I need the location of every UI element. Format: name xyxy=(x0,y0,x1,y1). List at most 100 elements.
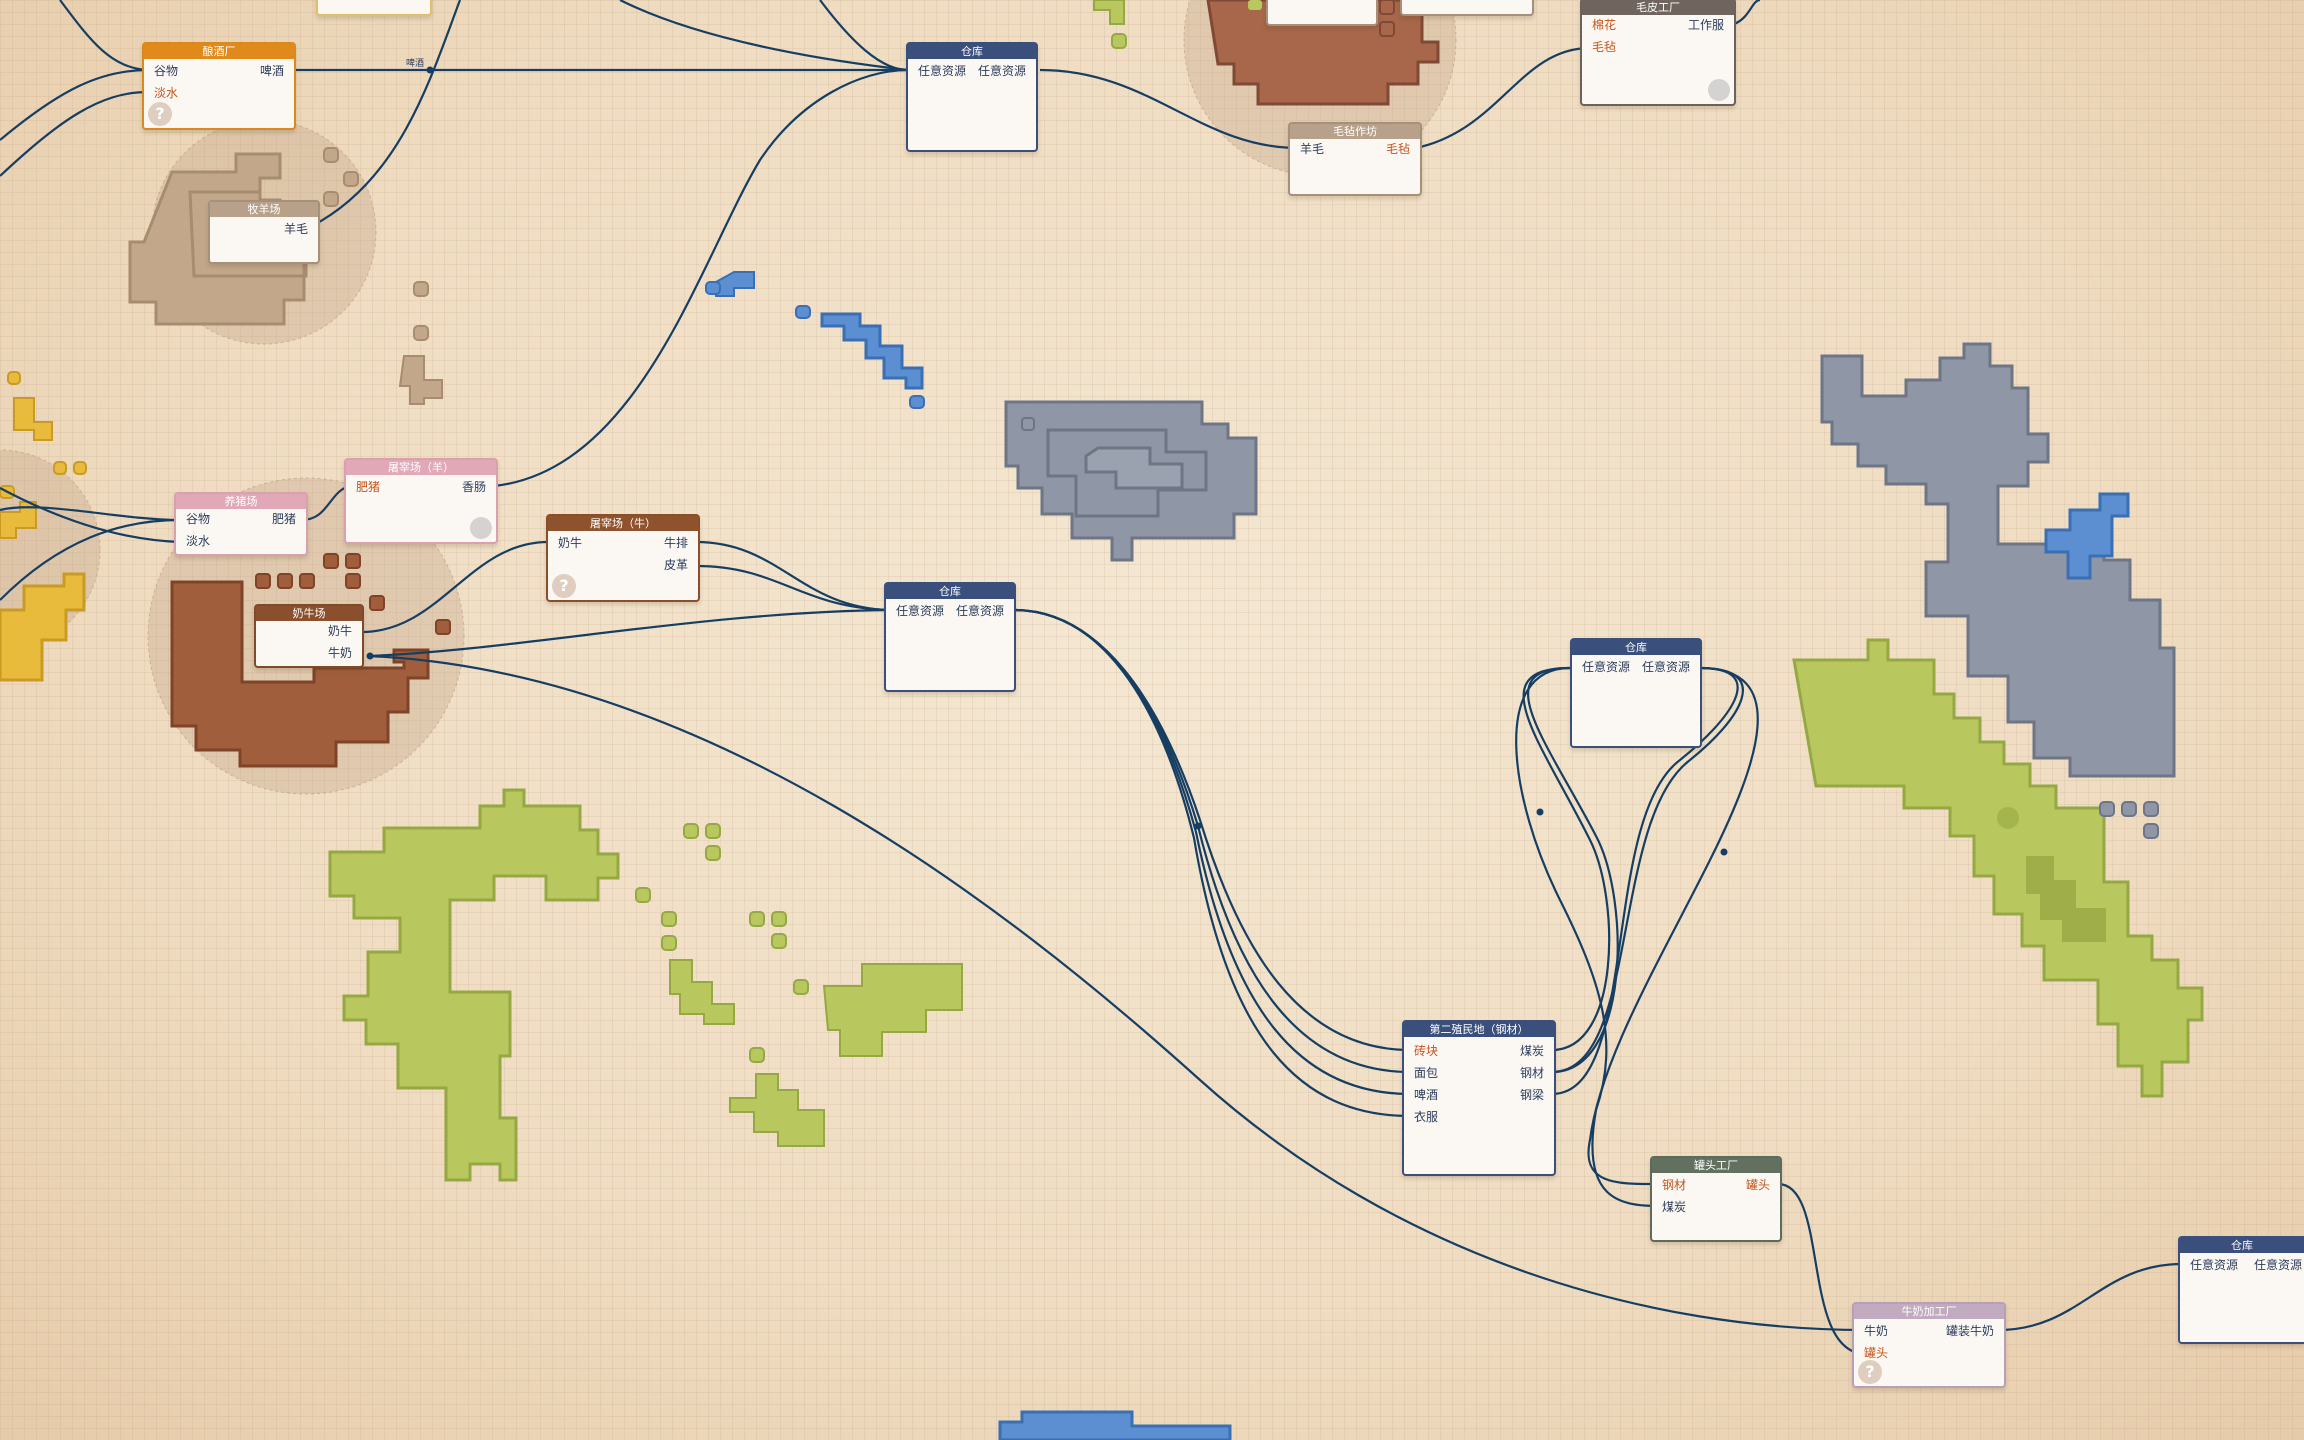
belt-label-beer: 啤酒 xyxy=(406,59,425,69)
port-in-steel[interactable]: 钢材 xyxy=(1662,1178,1687,1192)
port-in-any[interactable]: 任意资源 xyxy=(1582,660,1631,674)
port-out-any[interactable]: 任意资源 xyxy=(977,64,1026,78)
node-title: 仓库 xyxy=(886,584,1014,599)
node-title: 仓库 xyxy=(1572,640,1700,655)
unknown-status-icon[interactable]: ? xyxy=(148,102,172,126)
port-out-beam[interactable]: 钢梁 xyxy=(1519,1088,1544,1102)
belt-wool-felt[interactable] xyxy=(1039,68,1299,150)
partial-node-top-1[interactable] xyxy=(316,0,432,16)
slaughter-cow-node[interactable]: 屠宰场（牛） 奶牛 牛排 皮革 ? xyxy=(546,514,700,602)
port-in-beer[interactable]: 啤酒 xyxy=(1414,1088,1439,1102)
port-in-coal[interactable]: 煤炭 xyxy=(1662,1200,1687,1214)
port-out-any[interactable]: 任意资源 xyxy=(2253,1258,2302,1272)
water-right xyxy=(2044,492,2130,580)
belt-milk-mid[interactable] xyxy=(367,608,891,658)
port-out-any[interactable]: 任意资源 xyxy=(955,604,1004,618)
port-out-pig[interactable]: 肥猪 xyxy=(271,512,296,526)
port-in-any[interactable]: 任意资源 xyxy=(896,604,945,618)
partial-node-top-2[interactable] xyxy=(1266,0,1378,26)
port-in-water[interactable]: 淡水 xyxy=(154,86,179,100)
rock-area-right xyxy=(1820,342,2176,778)
port-in-bread[interactable]: 面包 xyxy=(1414,1066,1439,1080)
port-out-cow[interactable]: 奶牛 xyxy=(327,624,352,638)
dairy-farm-node[interactable]: 奶牛场 奶牛 牛奶 xyxy=(254,604,364,668)
port-out-steak[interactable]: 牛排 xyxy=(663,536,688,550)
port-in-wool[interactable]: 羊毛 xyxy=(1300,142,1325,156)
grain-deposit xyxy=(0,572,86,682)
sheep-farm-node[interactable]: 牧羊场 羊毛 xyxy=(208,200,320,264)
port-in-can[interactable]: 罐头 xyxy=(1864,1346,1889,1360)
cannery-node[interactable]: 罐头工厂 钢材 煤炭 罐头 xyxy=(1650,1156,1782,1242)
port-in-grain[interactable]: 谷物 xyxy=(186,512,211,526)
port-in-clothes[interactable]: 衣服 xyxy=(1414,1110,1439,1124)
felt-workshop-node[interactable]: 毛毡作坊 羊毛 毛毡 xyxy=(1288,122,1422,196)
gear-icon[interactable] xyxy=(1708,79,1730,101)
unknown-status-icon[interactable]: ? xyxy=(1858,1360,1882,1384)
port-out-beer[interactable]: 啤酒 xyxy=(259,64,284,78)
warehouse-br-node[interactable]: 仓库 任意资源 任意资源 xyxy=(2178,1236,2304,1344)
node-title: 酿酒厂 xyxy=(144,44,294,59)
belt-coal-cannery[interactable] xyxy=(1515,666,1661,1208)
belt-sausage[interactable] xyxy=(493,68,909,488)
belt-felt[interactable] xyxy=(1415,46,1591,150)
settlement-node[interactable]: 第二殖民地（钢材） 砖块 面包 啤酒 衣服 煤炭 钢材 钢梁 xyxy=(1402,1020,1556,1176)
belt-coal[interactable] xyxy=(1522,666,1611,1052)
belt-leather[interactable] xyxy=(695,564,891,612)
gear-icon[interactable] xyxy=(470,517,492,539)
warehouse-right-node[interactable]: 仓库 任意资源 任意资源 xyxy=(1570,638,1702,748)
node-title: 养猪场 xyxy=(176,494,306,509)
node-title: 毛毡作坊 xyxy=(1290,124,1420,139)
port-in-cotton[interactable]: 棉花 xyxy=(1592,18,1617,32)
belt-milk[interactable] xyxy=(367,654,1867,1332)
pig-farm-node[interactable]: 养猪场 谷物 淡水 肥猪 xyxy=(174,492,308,556)
port-out-felt[interactable]: 毛毡 xyxy=(1385,142,1410,156)
port-out-any[interactable]: 任意资源 xyxy=(1641,660,1690,674)
port-in-any[interactable]: 任意资源 xyxy=(918,64,967,78)
port-in-grain[interactable]: 谷物 xyxy=(154,64,179,78)
port-in-cow[interactable]: 奶牛 xyxy=(558,536,583,550)
cattle-deposit xyxy=(170,580,430,768)
port-out-milk[interactable]: 牛奶 xyxy=(327,646,352,660)
port-in-milk[interactable]: 牛奶 xyxy=(1864,1324,1889,1338)
port-out-coal[interactable]: 煤炭 xyxy=(1519,1044,1544,1058)
port-out-workwear[interactable]: 工作服 xyxy=(1687,18,1724,32)
slaughter-sheep-node[interactable]: 屠宰场（羊） 肥猪 香肠 xyxy=(344,458,498,544)
belt-water-in[interactable] xyxy=(0,90,149,177)
unknown-status-icon[interactable]: ? xyxy=(552,574,576,598)
belt-top-in[interactable] xyxy=(59,0,149,72)
green-area-left xyxy=(328,788,620,1182)
port-out-sausage[interactable]: 香肠 xyxy=(461,480,486,494)
dairy-factory-node[interactable]: 牛奶加工厂 牛奶 罐头 罐装牛奶 ? xyxy=(1852,1302,2006,1388)
port-out-wool[interactable]: 羊毛 xyxy=(283,222,308,236)
water-center xyxy=(820,312,924,390)
belt-cow[interactable] xyxy=(361,540,549,634)
port-in-water[interactable]: 淡水 xyxy=(186,534,211,548)
node-title: 屠宰场（羊） xyxy=(346,460,496,475)
belt-canned-milk[interactable] xyxy=(1997,1262,2183,1332)
node-title: 罐头工厂 xyxy=(1652,1158,1780,1173)
port-out-canned-milk[interactable]: 罐装牛奶 xyxy=(1945,1324,1994,1338)
node-title: 屠宰场（牛） xyxy=(548,516,698,531)
port-out-steel[interactable]: 钢材 xyxy=(1519,1066,1544,1080)
brewery-node[interactable]: 酿酒厂 谷物 淡水 啤酒 ? xyxy=(142,42,296,130)
warehouse-mid-node[interactable]: 仓库 任意资源 任意资源 xyxy=(884,582,1016,692)
port-in-pig[interactable]: 肥猪 xyxy=(356,480,381,494)
node-title: 奶牛场 xyxy=(256,606,362,621)
node-title: 牛奶加工厂 xyxy=(1854,1304,2004,1319)
belt-steak[interactable] xyxy=(695,540,891,612)
port-out-can[interactable]: 罐头 xyxy=(1745,1178,1770,1192)
belt-wool[interactable] xyxy=(311,0,462,227)
belt-can[interactable] xyxy=(1777,1182,1867,1356)
port-in-any[interactable]: 任意资源 xyxy=(2190,1258,2239,1272)
port-out-leather[interactable]: 皮革 xyxy=(663,558,688,572)
fur-factory-node[interactable]: 毛皮工厂 棉花 毛毡 工作服 xyxy=(1580,0,1736,106)
belt-grain-in[interactable] xyxy=(0,68,149,141)
partial-node-top-3[interactable] xyxy=(1400,0,1534,16)
green-area-right xyxy=(1792,638,2204,1098)
belt-steel[interactable] xyxy=(1551,666,1739,1096)
port-in-felt[interactable]: 毛毡 xyxy=(1592,40,1617,54)
warehouse-top-node[interactable]: 仓库 任意资源 任意资源 xyxy=(906,42,1038,152)
port-in-brick[interactable]: 砖块 xyxy=(1414,1044,1439,1058)
